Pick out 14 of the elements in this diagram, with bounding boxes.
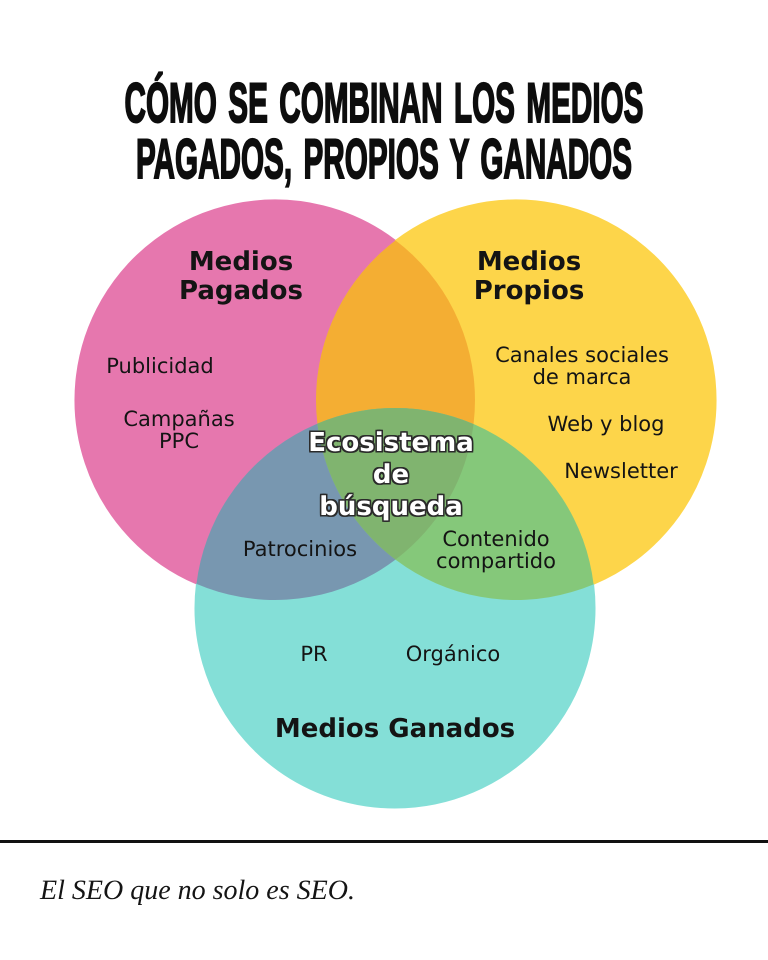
circle-heading: Medios Propios: [472, 248, 586, 306]
region-label: Contenido compartido: [435, 528, 557, 572]
center-label: Ecosistema de búsqueda: [307, 427, 475, 523]
circle-heading: Medios Ganados: [274, 715, 516, 744]
circle-item: Web y blog: [546, 413, 666, 436]
circle-heading: Medios Pagados: [178, 248, 304, 306]
circle-item: Campañas PPC: [122, 408, 236, 452]
tagline: El SEO que no solo es SEO.: [40, 874, 355, 908]
circle-item: Orgánico: [404, 643, 502, 666]
region-label: Patrocinios: [242, 538, 358, 560]
circle-item: Canales sociales de marca: [494, 344, 670, 388]
circle-item: Publicidad: [105, 355, 215, 378]
circle-item: PR: [299, 643, 329, 666]
circle-item: Newsletter: [563, 460, 679, 482]
